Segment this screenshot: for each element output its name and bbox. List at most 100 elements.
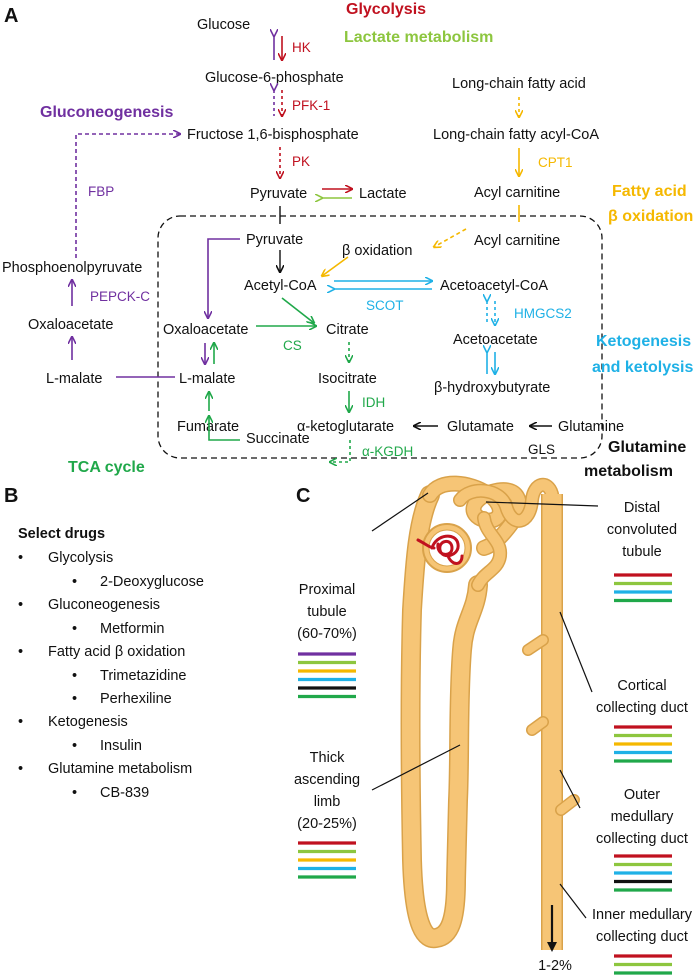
drug-sub-bullet: • <box>72 668 77 684</box>
proximal-tubule-label: Proximal tubule (60-70%) <box>297 582 357 642</box>
metabolite-beta-oxidation: β oxidation <box>342 243 412 259</box>
ketogenesis-title-2: and ketolysis <box>592 359 693 376</box>
metabolite-akg: α-ketoglutarate <box>297 419 394 435</box>
metabolite-g6p: Glucose-6-phosphate <box>205 70 344 86</box>
metabolite-oaa: Oxaloacetate <box>163 322 248 338</box>
outer-duct-label: Outer medullary collecting duct <box>596 787 688 847</box>
enzyme-scot: SCOT <box>366 298 404 313</box>
metabolite-f16bp: Fructose 1,6-bisphosphate <box>187 127 359 143</box>
drug-4-0: CB-839 <box>100 785 149 801</box>
metabolite-oaa-cyto: Oxaloacetate <box>28 317 113 333</box>
ketogenesis-title-1: Ketogenesis <box>596 333 691 350</box>
drug-pathway-1: Gluconeogenesis <box>48 597 160 613</box>
distal-line2: convoluted <box>607 522 677 538</box>
drug-bullet: • <box>18 714 23 730</box>
outer-line1: Outer <box>624 787 660 803</box>
drug-sub-bullet: • <box>72 621 77 637</box>
duct-branch-2 <box>527 717 548 735</box>
duct-branch-3 <box>556 795 579 815</box>
inner-line1: Inner medullary <box>592 907 693 923</box>
metabolite-acetoacetyl-coa: Acetoacetyl-CoA <box>440 278 548 294</box>
panel-a-label: A <box>4 5 18 27</box>
metabolite-acetoacetate: Acetoacetate <box>453 332 538 348</box>
glutamine-title-1: Glutamine <box>608 439 686 456</box>
distal-tubule <box>454 479 558 527</box>
arrow-acyl-carnitine-to-beta-ox <box>434 228 467 247</box>
thick-line2: ascending <box>294 772 360 788</box>
enzyme-idh: IDH <box>362 395 385 410</box>
metabolite-pyruvate: Pyruvate <box>250 186 307 202</box>
arrow-beta-ox-to-acetyl-coa <box>322 256 349 276</box>
panel-b-label: B <box>4 485 18 507</box>
metabolite-bhb: β-hydroxybutyrate <box>434 380 550 396</box>
distal-link <box>472 512 506 591</box>
cortical-line2: collecting duct <box>596 700 688 716</box>
enzyme-hmgcs2: HMGCS2 <box>514 306 572 321</box>
leader-cortical <box>559 611 593 693</box>
thick-line4: (20-25%) <box>297 816 357 832</box>
metabolite-fumarate: Fumarate <box>177 419 239 435</box>
glomerulus <box>416 534 464 565</box>
metabolite-isocitrate: Isocitrate <box>318 371 377 387</box>
glycolysis-title: Glycolysis <box>346 1 426 18</box>
drug-pathway-2: Fatty acid β oxidation <box>48 644 185 660</box>
inner-pathway-bars <box>614 954 672 975</box>
proximal-line2: tubule <box>307 604 347 620</box>
metabolite-pyruvate-mito: Pyruvate <box>246 232 303 248</box>
thick-pathway-bars <box>298 841 356 879</box>
metabolite-acyl-carnitine-mito: Acyl carnitine <box>474 233 560 249</box>
thick-limb-label: Thick ascending limb (20-25%) <box>294 750 360 832</box>
leader-outer <box>559 769 581 809</box>
metabolite-glutamate: Glutamate <box>447 419 514 435</box>
cortical-pathway-bars <box>614 725 672 763</box>
enzyme-cs: CS <box>283 338 302 353</box>
outer-line3: collecting duct <box>596 831 688 847</box>
fatty-acid-title-1: Fatty acid <box>612 183 687 200</box>
drug-bullet: • <box>18 597 23 613</box>
metabolite-glutamine: Glutamine <box>558 419 624 435</box>
drug-bullet: • <box>18 550 23 566</box>
enzyme-fbp: FBP <box>88 184 114 199</box>
proximal-line1: Proximal <box>299 582 355 598</box>
drugs-heading: Select drugs <box>18 526 105 542</box>
lactate-title: Lactate metabolism <box>344 29 493 46</box>
thick-line1: Thick <box>310 750 345 766</box>
nephron-loop <box>402 486 487 947</box>
metabolite-pep: Phosphoenolpyruvate <box>2 260 142 276</box>
metabolite-lcfa-coa: Long-chain fatty acyl-CoA <box>433 127 599 143</box>
metabolite-acyl-carnitine: Acyl carnitine <box>474 185 560 201</box>
enzyme-cpt1: CPT1 <box>538 155 573 170</box>
gluconeogenesis-title: Gluconeogenesis <box>40 104 173 121</box>
drug-2-1: Perhexiline <box>100 691 172 707</box>
drug-1-0: Metformin <box>100 621 164 637</box>
inner-line2: collecting duct <box>596 929 688 945</box>
enzyme-pfk1: PFK-1 <box>292 98 330 113</box>
metabolite-malate: L-malate <box>179 371 235 387</box>
drug-pathway-4: Glutamine metabolism <box>48 761 192 777</box>
enzyme-akgdh: α-KGDH <box>362 444 413 459</box>
arrow-pyruvate-to-oxaloacetate <box>208 238 240 318</box>
panel-c: C <box>294 475 693 975</box>
drug-sub-bullet: • <box>72 738 77 754</box>
metabolite-succinate: Succinate <box>246 431 310 447</box>
leader-proximal <box>371 492 429 532</box>
outer-pathway-bars <box>614 854 672 892</box>
metabolite-lcfa: Long-chain fatty acid <box>452 76 586 92</box>
leader-distal <box>485 501 599 507</box>
tca-title: TCA cycle <box>68 459 145 476</box>
panel-a: A Glycolysis Lactate metabolism Gluconeo… <box>2 1 693 480</box>
drug-sub-bullet: • <box>72 574 77 590</box>
distal-pathway-bars <box>614 573 672 603</box>
drug-sub-bullet: • <box>72 691 77 707</box>
enzyme-pepck: PEPCK-C <box>90 289 150 304</box>
inner-duct-label: Inner medullary collecting duct <box>592 907 693 945</box>
drug-bullet: • <box>18 644 23 660</box>
outer-line2: medullary <box>611 809 675 825</box>
distal-line3: tubule <box>622 544 662 560</box>
distal-tubule-label: Distal convoluted tubule <box>607 500 677 560</box>
drug-0-0: 2-Deoxyglucose <box>100 574 204 590</box>
panel-b: B Select drugs •Glycolysis•2-Deoxyglucos… <box>4 485 204 801</box>
leader-inner <box>559 883 587 919</box>
metabolite-lactate: Lactate <box>359 186 407 202</box>
enzyme-pk: PK <box>292 154 310 169</box>
